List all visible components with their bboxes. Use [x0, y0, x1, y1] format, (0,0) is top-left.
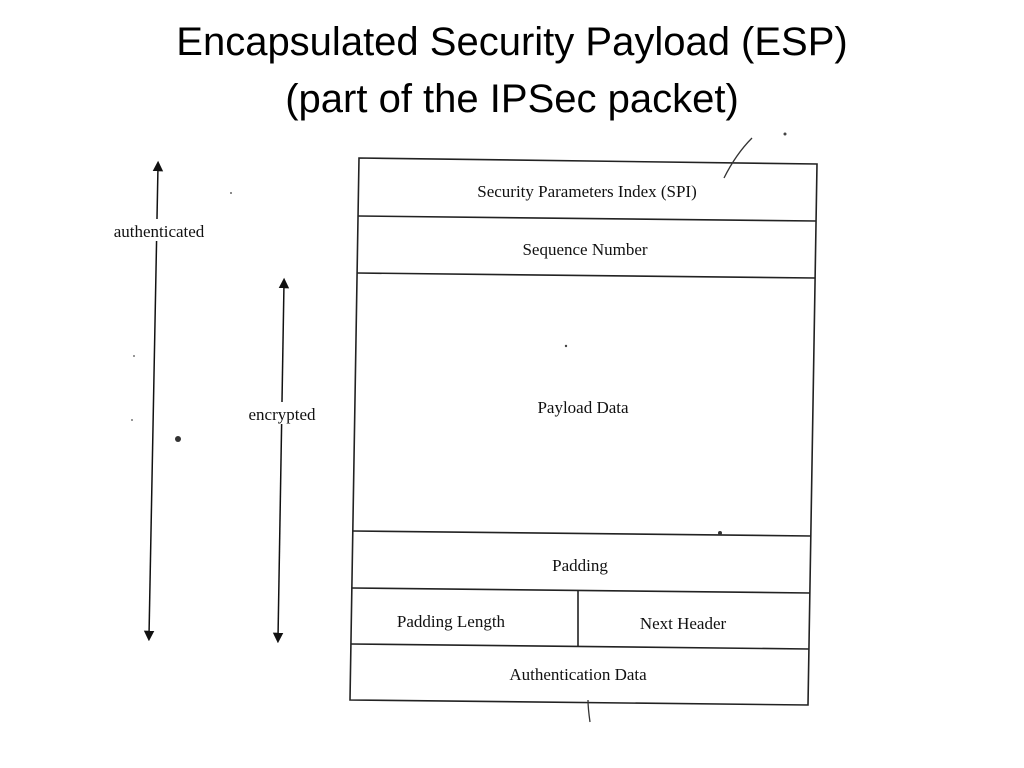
divider-payload-padding [352, 530, 812, 537]
encrypted-range-arrow [272, 277, 290, 644]
field-spi-label: Security Parameters Index (SPI) [477, 182, 697, 201]
field-payload-data-label: Payload Data [537, 398, 629, 417]
authenticated-range-arrow [143, 160, 164, 642]
pencil-mark-top-right [723, 137, 753, 179]
field-padding-label: Padding [552, 556, 608, 575]
divider-padding-length [351, 587, 811, 594]
scan-speck [133, 355, 135, 357]
packet-outline [349, 157, 818, 706]
scan-speck [175, 436, 181, 442]
scan-speck [718, 531, 722, 535]
encrypted-label-bg [240, 402, 324, 424]
title-line-1: Encapsulated Security Payload (ESP) [176, 20, 848, 64]
divider-spi-sequence [357, 215, 817, 222]
encrypted-label: encrypted [248, 405, 316, 424]
field-sequence-number-label: Sequence Number [522, 240, 647, 259]
scan-speck [230, 192, 232, 194]
authenticated-label-bg [104, 219, 214, 241]
field-next-header-label: Next Header [640, 614, 727, 633]
scan-speck [131, 419, 133, 421]
title-line-2: (part of the IPSec packet) [285, 77, 739, 121]
field-authentication-data-label: Authentication Data [509, 665, 647, 684]
divider-sequence-payload [356, 272, 816, 279]
authenticated-label: authenticated [114, 222, 205, 241]
pencil-mark-bottom [587, 699, 591, 723]
divider-length-auth [350, 643, 810, 650]
scan-speck [783, 132, 787, 136]
scan-speck [564, 344, 568, 348]
slide-title: Encapsulated Security Payload (ESP) (par… [0, 14, 1024, 128]
field-padding-length-label: Padding Length [397, 612, 506, 631]
